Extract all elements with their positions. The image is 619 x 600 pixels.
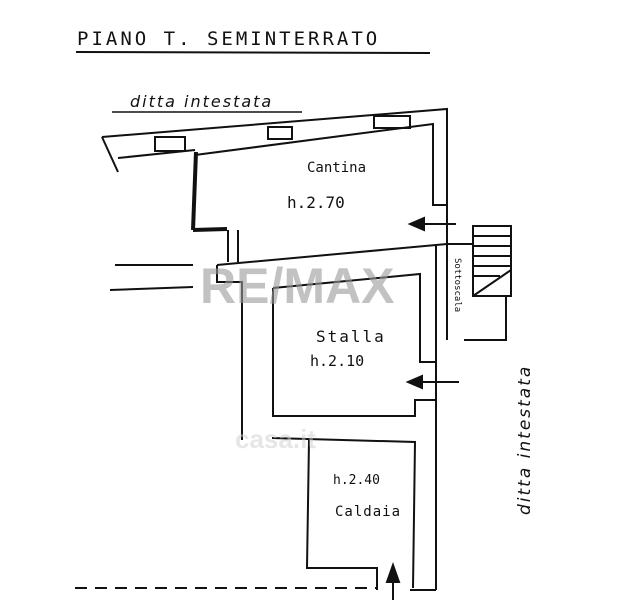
room-height-stalla: h.2.10 (310, 352, 364, 370)
room-height-caldaia: h.2.40 (333, 473, 380, 488)
walls (101, 107, 512, 591)
room-name-cantina: Cantina (307, 160, 366, 176)
remax-watermark: RE/MAX (200, 258, 394, 314)
title-underline (75, 51, 431, 54)
entry-arrows (385, 216, 459, 600)
plan-title: PIANO T. SEMINTERRATO (77, 28, 380, 50)
room-name-stalla: Stalla (316, 327, 386, 346)
neighbor-label-right: ditta intestata (515, 365, 535, 515)
arrow-icon (407, 216, 425, 232)
room-height-cantina: h.2.70 (287, 193, 345, 212)
room-name-caldaia: Caldaia (335, 504, 401, 520)
casa-watermark: casa.it (235, 424, 316, 454)
under-stairs-label: Sottoscala (452, 258, 462, 312)
neighbor-label-top: ditta intestata (130, 92, 273, 111)
arrow-icon (385, 561, 401, 583)
arrow-icon (405, 374, 423, 390)
